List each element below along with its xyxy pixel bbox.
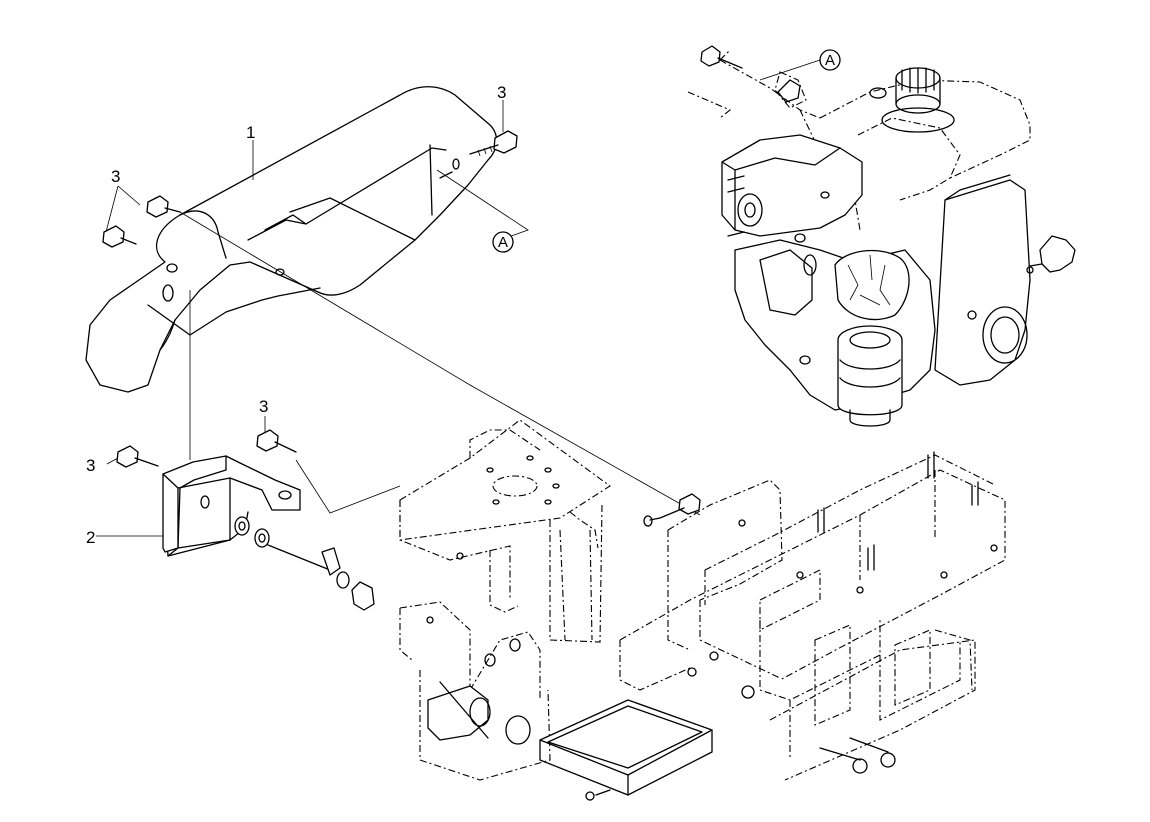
screw-bracket-top (256, 429, 297, 453)
callout-part-3-top: 3 (497, 83, 506, 102)
screw-group-bracket (116, 429, 375, 611)
engine-mount-plate (399, 419, 611, 643)
engine-assembly (687, 45, 1076, 427)
callout-part-3-left: 3 (111, 167, 120, 186)
bracket-part-2 (162, 455, 301, 557)
callout-part-1: 1 (246, 123, 255, 142)
screw-left-lower (102, 225, 137, 248)
chassis-frame (619, 451, 1006, 781)
callout-part-3-bracket-top: 3 (259, 397, 268, 416)
reference-a-left-label: A (498, 234, 508, 251)
screw-group-cover (102, 130, 518, 248)
reference-marker-a-left: A (492, 231, 514, 253)
screw-bracket-left (116, 445, 159, 468)
screw-top-right (469, 130, 518, 157)
screw-left-upper (146, 195, 181, 218)
reference-a-right-label: A (825, 52, 835, 69)
lower-frame (399, 601, 713, 801)
callout-part-3-bracket-left: 3 (86, 456, 95, 475)
callout-labels: 1 3 3 3 3 2 (86, 83, 506, 547)
reference-marker-a-right: A (819, 49, 841, 71)
callout-part-2: 2 (86, 528, 95, 547)
belt-cover-part-1 (85, 86, 498, 393)
